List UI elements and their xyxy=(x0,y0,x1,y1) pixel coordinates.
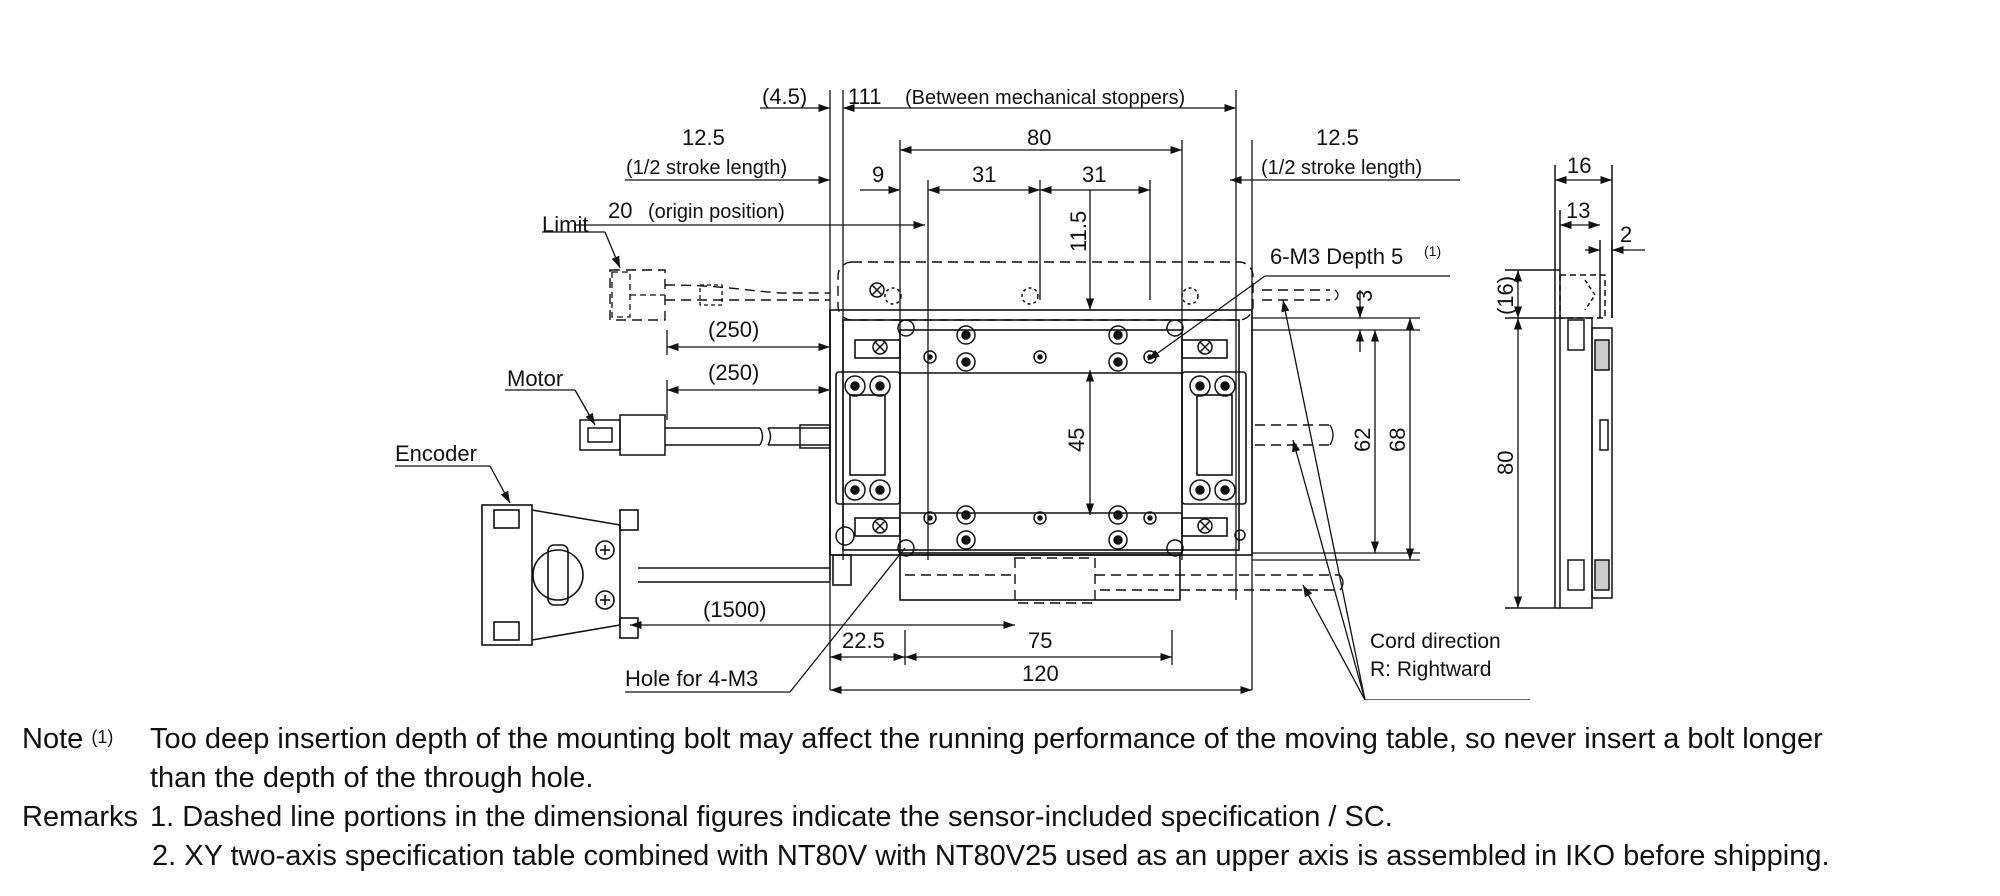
dimension-lines-bottom xyxy=(830,652,1252,695)
dimension-lines-top xyxy=(575,103,1460,230)
label-cord-line1: Cord direction xyxy=(1370,630,1501,653)
dim-80-side: 80 xyxy=(1493,451,1518,475)
side-view xyxy=(1505,165,1613,609)
dim-111-note: (Between mechanical stoppers) xyxy=(905,87,1185,109)
dim-111: 111 xyxy=(848,84,881,109)
remark-row-1: Remarks 1. Dashed line portions in the d… xyxy=(22,798,1982,837)
dim-250-b: (250) xyxy=(708,360,759,385)
notes-section: Note (1) Too deep insertion depth of the… xyxy=(22,720,1982,876)
dimension-lines-right xyxy=(1085,290,1420,561)
note-line-2: than the depth of the through hole. xyxy=(150,762,594,794)
dim-250-a: (250) xyxy=(708,317,759,342)
dim-31-a: 31 xyxy=(972,162,996,187)
dim-4-5: (4.5) xyxy=(762,84,807,109)
dim-1500: (1500) xyxy=(703,597,767,622)
dim-12-5-left-note: (1/2 stroke length) xyxy=(626,157,787,179)
note-row-2: than the depth of the through hole. xyxy=(22,759,1982,798)
leader-lines xyxy=(395,231,1530,700)
dim-3: 3 xyxy=(1352,290,1377,302)
note-lead: Note (1) xyxy=(22,720,113,759)
dim-16: 16 xyxy=(1567,153,1591,178)
dimensional-drawing: (4.5) 111 (Between mechanical stoppers) … xyxy=(395,84,1645,700)
motor-cable xyxy=(579,414,831,456)
dim-20: 20 xyxy=(608,198,632,223)
note-mark: (1) xyxy=(91,727,114,747)
dim-12-5-right-note: (1/2 stroke length) xyxy=(1261,157,1422,179)
encoder-connector xyxy=(481,504,830,646)
sensor-dashed-parts xyxy=(609,261,1340,604)
label-motor: Motor xyxy=(507,366,563,391)
note-row-1: Note (1) Too deep insertion depth of the… xyxy=(22,720,1982,759)
dim-80-top: 80 xyxy=(1027,125,1051,150)
stage-body xyxy=(829,309,1253,601)
dim-22-5: 22.5 xyxy=(842,628,885,653)
callout-text: Limit Motor Encoder Hole for 4-M3 Cord d… xyxy=(395,212,1501,691)
dim-68: 68 xyxy=(1385,428,1410,452)
label-limit: Limit xyxy=(542,212,588,237)
dim-62: 62 xyxy=(1350,428,1375,452)
remark-1: 1. Dashed line portions in the dimension… xyxy=(150,801,1393,833)
note-line-1: Too deep insertion depth of the mounting… xyxy=(150,723,1823,755)
dimension-lines-left xyxy=(630,330,1015,630)
stage-bolts xyxy=(835,282,1246,557)
dim-45: 45 xyxy=(1064,428,1089,452)
note-label: Note xyxy=(22,723,84,755)
label-tapped: 6-M3 Depth 5 xyxy=(1270,244,1403,269)
dim-12-5-right: 12.5 xyxy=(1316,125,1359,150)
remarks-label: Remarks xyxy=(22,801,139,833)
dimension-text: (4.5) 111 (Between mechanical stoppers) … xyxy=(608,84,1632,686)
dim-31-b: 31 xyxy=(1082,162,1106,187)
right-cables xyxy=(1329,289,1344,591)
label-tapped-note: (1) xyxy=(1424,243,1441,259)
dim-13: 13 xyxy=(1566,198,1590,223)
side-dim-lines xyxy=(1513,175,1645,608)
remark-row-2: 2. XY two-axis specification table combi… xyxy=(22,837,1982,876)
label-encoder: Encoder xyxy=(395,441,477,466)
dim-12-5-left: 12.5 xyxy=(682,125,725,150)
remark-2: 2. XY two-axis specification table combi… xyxy=(152,840,1830,872)
dim-11-5: 11.5 xyxy=(1066,211,1091,252)
dim-2: 2 xyxy=(1620,222,1632,247)
dim-9: 9 xyxy=(872,162,884,187)
limit-connector xyxy=(611,271,723,318)
label-hole: Hole for 4-M3 xyxy=(625,666,758,691)
dim-75: 75 xyxy=(1028,628,1052,653)
dim-16-paren: (16) xyxy=(1493,276,1518,315)
dim-20-note: (origin position) xyxy=(648,201,785,223)
label-cord-line2: R: Rightward xyxy=(1370,658,1491,681)
dim-120: 120 xyxy=(1022,661,1059,686)
